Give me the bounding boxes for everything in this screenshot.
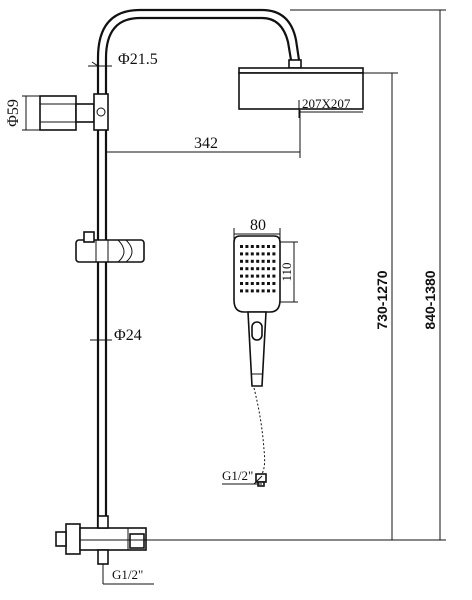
nozzle <box>267 252 270 256</box>
nozzle <box>261 267 265 271</box>
holder-diameter-label: Φ59 <box>5 99 22 127</box>
nozzle <box>240 267 243 271</box>
nozzle <box>250 274 254 278</box>
nozzle <box>272 289 276 293</box>
nozzle <box>261 289 265 293</box>
nozzle <box>245 282 249 285</box>
inlet-thread-label: G1/2" <box>112 567 143 582</box>
nozzle <box>256 245 260 248</box>
nozzle <box>240 289 243 293</box>
mixer-valve <box>55 515 147 565</box>
total-height-label: 840-1380 <box>422 270 438 329</box>
nozzle <box>240 274 243 278</box>
nozzle <box>245 252 249 256</box>
nozzle <box>272 259 276 263</box>
hand-height-label: 110 <box>279 262 294 281</box>
rail-slider <box>75 231 145 263</box>
nozzle <box>267 267 270 271</box>
overhead-shower-head <box>238 59 364 110</box>
nozzle <box>245 274 249 278</box>
nozzle <box>256 259 260 263</box>
nozzle <box>250 267 254 271</box>
nozzle <box>250 245 254 248</box>
nozzle <box>256 267 260 271</box>
wall-holder <box>39 93 109 131</box>
dim-pipe-diameter: Φ21.5 <box>88 51 158 68</box>
nozzle <box>256 282 260 285</box>
dim-hand-width: 80 <box>233 217 281 240</box>
nozzle <box>261 274 265 278</box>
nozzle <box>261 252 265 256</box>
dim-head-size: 207X207 <box>298 96 363 118</box>
nozzle <box>267 259 270 263</box>
nozzle <box>256 252 260 256</box>
hose <box>253 387 267 487</box>
nozzle <box>267 245 270 248</box>
nozzle <box>240 282 243 285</box>
dim-inlet-thread: G1/2" <box>102 564 154 585</box>
hose-thread-label: G1/2" <box>222 468 253 483</box>
nozzle <box>272 282 276 285</box>
hand-shower <box>233 235 281 387</box>
nozzle <box>272 267 276 271</box>
dim-hose-thread: G1/2" <box>222 468 263 485</box>
nozzle <box>245 259 249 263</box>
nozzle <box>245 289 249 293</box>
nozzle <box>250 252 254 256</box>
pipe-diameter-label: Φ21.5 <box>118 51 158 68</box>
hand-width-label: 80 <box>250 217 266 234</box>
nozzle <box>261 282 265 285</box>
nozzle <box>267 282 270 285</box>
nozzle <box>240 259 243 263</box>
nozzle <box>256 289 260 293</box>
nozzle <box>250 259 254 263</box>
dim-arm-length: 342 <box>105 110 301 158</box>
arm-length-label: 342 <box>194 135 218 152</box>
dim-rail-diameter: Φ24 <box>90 327 142 344</box>
nozzle <box>245 267 249 271</box>
dim-adjustable-height: 730-1270 <box>146 72 398 541</box>
nozzle <box>272 252 276 256</box>
nozzle <box>240 252 243 256</box>
head-size-label: 207X207 <box>302 96 351 111</box>
nozzle <box>272 274 276 278</box>
nozzle <box>250 289 254 293</box>
shower-column <box>96 8 301 528</box>
nozzle <box>240 245 243 248</box>
nozzle <box>261 245 265 248</box>
dim-hand-height: 110 <box>279 241 298 303</box>
nozzle <box>250 282 254 285</box>
nozzle <box>267 289 270 293</box>
nozzle <box>261 259 265 263</box>
nozzle <box>256 274 260 278</box>
nozzle <box>267 274 270 278</box>
nozzle <box>272 245 276 248</box>
dim-total-height: 840-1380 <box>290 9 446 541</box>
nozzle <box>245 245 249 248</box>
adjustable-height-label: 730-1270 <box>374 270 390 329</box>
rail-diameter-label: Φ24 <box>114 327 142 344</box>
dim-holder-diameter: Φ59 <box>5 95 40 131</box>
nozzle-grid <box>240 245 276 293</box>
